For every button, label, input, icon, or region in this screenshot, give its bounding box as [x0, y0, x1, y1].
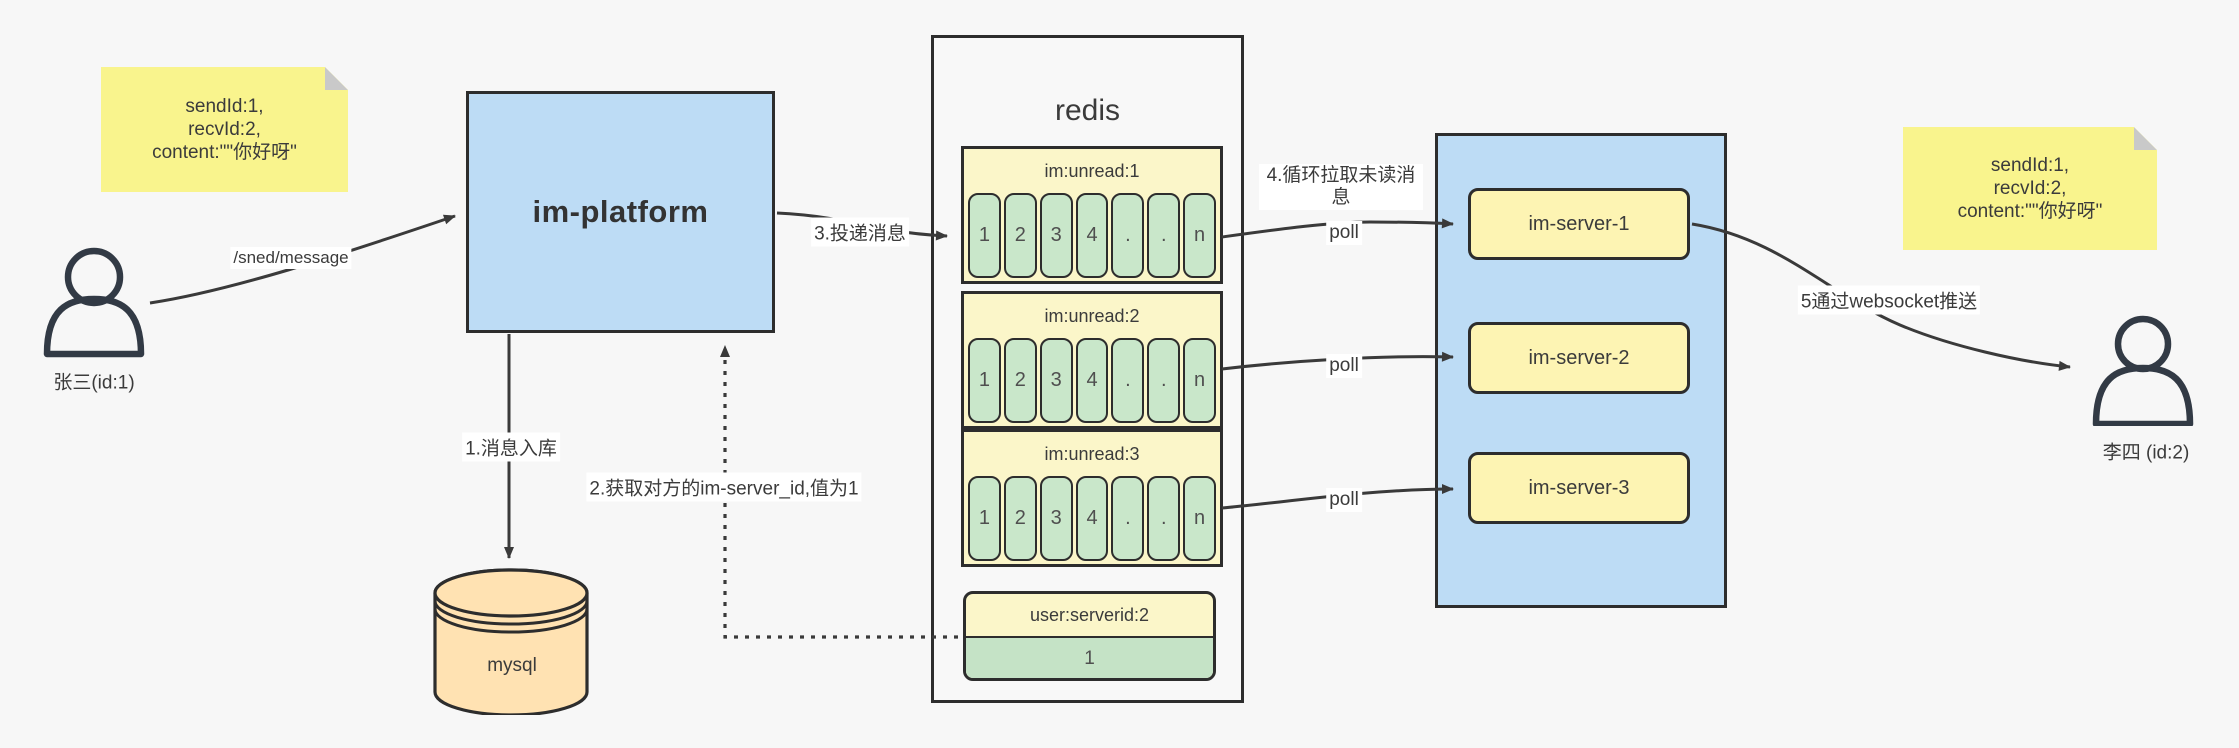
im-server-1-box: im-server-1 — [1468, 188, 1690, 260]
queue-cells: 1 2 3 4 . . n — [964, 476, 1220, 561]
queue-cell: n — [1183, 338, 1217, 423]
user-receiver-icon — [2092, 315, 2194, 426]
mysql-cylinder-icon — [433, 568, 589, 715]
im-server-2-box: im-server-2 — [1468, 322, 1690, 394]
redis-container: redis im:unread:1 1 2 3 4 . . n im:unrea… — [931, 35, 1244, 703]
queue-im-unread-2: im:unread:2 1 2 3 4 . . n — [961, 291, 1223, 429]
queue-cell: 3 — [1039, 338, 1073, 423]
edge-label-step1: 1.消息入库 — [462, 432, 560, 462]
queue-title: im:unread:1 — [1044, 161, 1140, 181]
queue-cells: 1 2 3 4 . . n — [964, 193, 1220, 278]
edge-label-step2: 2.获取对方的im-server_id,值为1 — [586, 472, 862, 502]
edge-label-step4: 4.循环拉取未读消息 — [1259, 164, 1423, 210]
queue-cell: . — [1147, 193, 1181, 278]
edge-label-poll-2: poll — [1326, 354, 1362, 378]
redis-title: redis — [1054, 94, 1121, 127]
queue-cell: . — [1111, 193, 1145, 278]
queue-cell: . — [1147, 476, 1181, 561]
queue-cell: 4 — [1075, 476, 1109, 561]
queue-title: im:unread:2 — [1044, 306, 1140, 326]
note-line: sendId:1, — [185, 96, 264, 117]
im-server-3-box: im-server-3 — [1468, 452, 1690, 524]
message-note-right: sendId:1, recvId:2, content:""你好呀" — [1903, 127, 2157, 250]
queue-title: im:unread:3 — [1044, 444, 1140, 464]
queue-im-unread-1: im:unread:1 1 2 3 4 . . n — [961, 146, 1223, 284]
queue-cell: . — [1147, 338, 1181, 423]
queue-cell: 1 — [968, 338, 1001, 423]
message-note-left: sendId:1, recvId:2, content:""你好呀" — [101, 67, 348, 192]
receiver-label: 李四 (id:2) — [2102, 442, 2190, 464]
im-platform-box: im-platform — [466, 91, 775, 333]
queue-cell: 2 — [1003, 193, 1037, 278]
note-line: sendId:1, — [1990, 155, 2070, 176]
edge-label-poll-1: poll — [1326, 221, 1362, 245]
queue-cell: 4 — [1075, 338, 1109, 423]
queue-cell: n — [1183, 476, 1217, 561]
note-line: recvId:2, — [188, 119, 261, 140]
note-fold-icon — [2134, 127, 2157, 150]
queue-cells: 1 2 3 4 . . n — [964, 338, 1220, 423]
queue-cell: 1 — [968, 476, 1001, 561]
edge-label-step3: 3.投递消息 — [811, 217, 909, 247]
queue-cell: . — [1111, 476, 1145, 561]
user-serverid-key: user:serverid:2 — [966, 594, 1213, 638]
queue-cell: 1 — [968, 193, 1001, 278]
queue-im-unread-3: im:unread:3 1 2 3 4 . . n — [961, 429, 1223, 567]
im-server-3-label: im-server-3 — [1528, 476, 1630, 499]
edge-label-step5: 5通过websocket推送 — [1797, 285, 1981, 315]
user-sender-icon — [43, 247, 145, 358]
im-platform-label: im-platform — [532, 194, 709, 229]
queue-cell: 3 — [1039, 476, 1073, 561]
queue-cell: n — [1183, 193, 1217, 278]
queue-cell: 2 — [1003, 338, 1037, 423]
note-line: recvId:2, — [1993, 178, 2067, 199]
note-line: content:""你好呀" — [1957, 201, 2103, 222]
user-serverid-value: 1 — [966, 638, 1213, 678]
im-server-1-label: im-server-1 — [1528, 212, 1630, 235]
edge-label-send: /sned/message — [230, 247, 352, 269]
mysql-label: mysql — [487, 655, 537, 676]
queue-cell: 4 — [1075, 193, 1109, 278]
queue-cell: 2 — [1003, 476, 1037, 561]
sender-label: 张三(id:1) — [53, 372, 135, 394]
im-server-2-label: im-server-2 — [1528, 346, 1630, 369]
note-line: content:""你好呀" — [152, 142, 297, 163]
queue-cell: 3 — [1039, 193, 1073, 278]
edge-label-poll-3: poll — [1326, 488, 1362, 512]
note-fold-icon — [325, 67, 348, 90]
queue-cell: . — [1111, 338, 1145, 423]
user-serverid-box: user:serverid:2 1 — [963, 591, 1216, 681]
